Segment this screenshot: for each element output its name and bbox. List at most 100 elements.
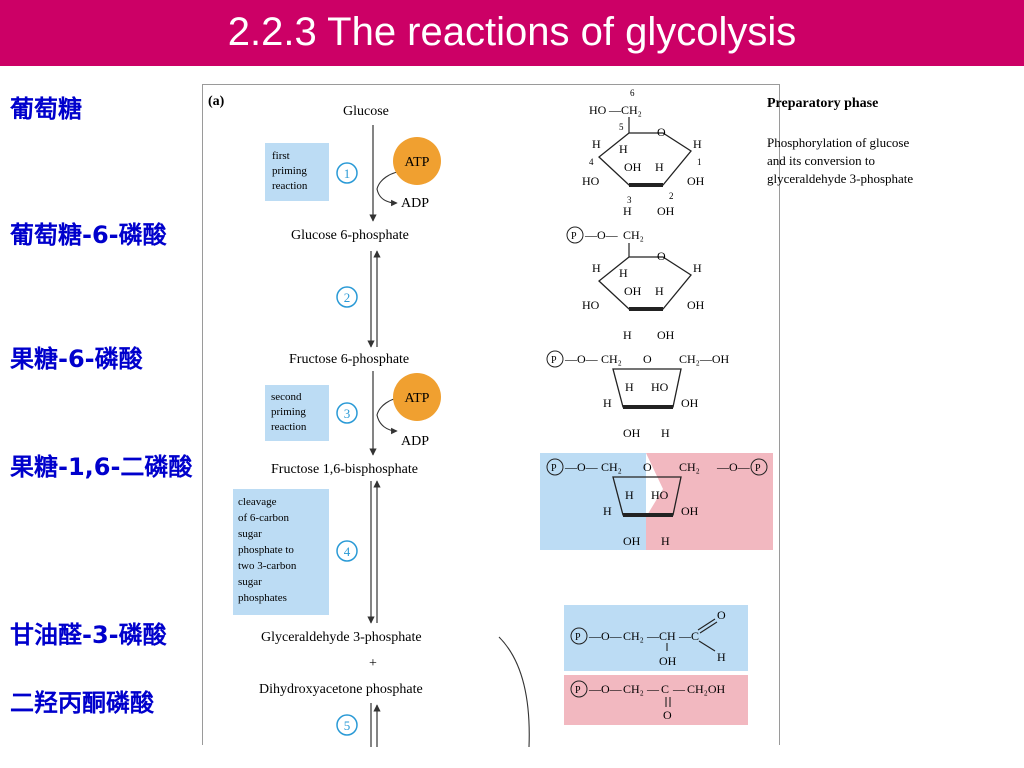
note-box-step4 (233, 489, 329, 615)
atp-label-1: ATP (405, 155, 430, 170)
label-dhap-cn: 二羟丙酮磷酸 (10, 689, 154, 717)
note-step4-line7: phosphates (238, 592, 287, 604)
atom-h-c1-top: H (693, 137, 702, 151)
compound-dhap: Dihydroxyacetone phosphate (259, 682, 423, 697)
ring-oxygen-2: O (657, 249, 666, 263)
note-step4-line5: two 3-carbon (238, 560, 297, 572)
compound-f6p: Fructose 6-phosphate (289, 352, 409, 367)
step-5-number: 5 (344, 718, 351, 733)
ring-number-5: 5 (619, 122, 624, 132)
note-step3-line1: second (271, 391, 302, 403)
atom-ho-f16bp: HO (651, 488, 669, 502)
phase-desc-1: Phosphorylation of glucose (767, 135, 909, 150)
label-f6p-cn: 果糖-6-磷酸 (10, 345, 143, 373)
structure-g3p: P —O— CH₂ — CH — C O H OH (564, 605, 748, 671)
title-bar: 2.2.3 The reactions of glycolysis (0, 0, 1024, 66)
phase-title: Preparatory phase (767, 96, 878, 111)
atom-ch2-f16bp-1: CH₂ (601, 460, 622, 474)
ring-oxygen-4: O (643, 460, 652, 474)
atom-dash-dhap-2: — (672, 682, 686, 696)
phosphate-p-g6p: P (571, 231, 577, 242)
phase-desc-2: and its conversion to (767, 153, 875, 168)
note-step3-line3: reaction (271, 421, 307, 433)
plus-sign: + (369, 656, 377, 671)
ring-number-2: 2 (669, 191, 674, 201)
step-1-number: 1 (344, 166, 351, 181)
atom-ho-g6p: HO (582, 298, 600, 312)
atom-h-g6p-5: H (623, 328, 632, 342)
note-step3-line2: priming (271, 406, 306, 418)
ring-oxygen-1: O (657, 125, 666, 139)
atp-circle-2 (393, 373, 441, 421)
atom-ch-g3p: CH (659, 629, 676, 643)
note-step1-line2: priming (272, 165, 307, 177)
adp-label-2: ADP (401, 434, 429, 449)
compound-g6p: Glucose 6-phosphate (291, 228, 409, 243)
atom-h-g6p-2: H (619, 266, 628, 280)
step-2-circle (336, 286, 358, 308)
note-step4-line2: of 6-carbon (238, 512, 290, 524)
atom-oxygen-link-g3p: —O— (588, 629, 623, 643)
compound-glucose: Glucose (343, 104, 389, 119)
label-g3p-cn: 甘油醛-3-磷酸 (10, 621, 167, 649)
atom-ho-c6: HO (589, 103, 607, 117)
atom-h-f16bp-2: H (625, 488, 634, 502)
note-step4-line6: sugar (238, 576, 262, 588)
atom-h-c5: H (619, 142, 628, 156)
note-step4-line3: sugar (238, 528, 262, 540)
atom-oh-c2: OH (657, 204, 675, 218)
atom-c-g3p: C (691, 629, 699, 643)
atom-h-g6p-3: H (693, 261, 702, 275)
atom-h-f6p-2: H (625, 380, 634, 394)
step-3-circle (336, 402, 358, 424)
atom-o-dhap: O (663, 708, 672, 722)
atom-h-c2: H (655, 160, 664, 174)
ring-number-3: 3 (627, 195, 632, 205)
label-g6p-cn: 葡萄糖-6-磷酸 (10, 221, 167, 249)
atom-h-f16bp-3: H (661, 534, 670, 548)
atom-oh-f6p-1: OH (681, 396, 699, 410)
glycolysis-figure-panel: (a) Preparatory phase Phosphorylation of… (202, 84, 913, 748)
structure-glucose: 6 HO — CH₂ 5 O H H H 4 1 OH H HO OH 3 2 … (582, 88, 705, 218)
phosphate-p-g3p: P (575, 632, 581, 643)
atom-h-g3p: H (717, 650, 726, 664)
ring-number-4: 4 (589, 157, 594, 167)
phosphate-p-dhap: P (575, 685, 581, 696)
atom-dash-c6: — (608, 103, 622, 117)
label-glucose-cn: 葡萄糖 (10, 95, 82, 123)
structure-dhap: P —O— CH₂ — C — CH₂OH O (564, 675, 748, 725)
structure-f6p: P —O— CH₂ O CH₂—OH H H HO OH OH H (546, 350, 730, 440)
atom-ch2oh-dhap: CH₂OH (687, 682, 726, 696)
atom-oxygen-link-f6p: —O— (564, 352, 599, 366)
slide-title: 2.2.3 The reactions of glycolysis (227, 10, 797, 54)
panel-label: (a) (208, 94, 225, 109)
atom-ch2-g3p: CH₂ (623, 629, 644, 643)
atom-c-dhap: C (661, 682, 669, 696)
label-f16bp-cn: 果糖-1,6-二磷酸 (10, 453, 193, 481)
adp-label-1: ADP (401, 196, 429, 211)
atom-oh-f6p-2: OH (623, 426, 641, 440)
atom-ho-f6p: HO (651, 380, 669, 394)
atom-ho-c4: HO (582, 174, 600, 188)
note-step4-line1: cleavage (238, 496, 277, 508)
ring-oxygen-3: O (643, 352, 652, 366)
atom-oxygen-link-f16bp-2: —O— (716, 460, 751, 474)
arrow-atp-adp-1 (376, 170, 408, 207)
note-box-step1 (265, 143, 329, 201)
step-3-number: 3 (344, 406, 351, 421)
atom-dash-g3p-1: — (646, 629, 660, 643)
atom-ch2-g6p: CH₂ (623, 228, 644, 242)
atom-ch2-c6: CH₂ (621, 103, 642, 117)
atom-h-g6p-4: H (655, 284, 664, 298)
atom-h-g6p-1: H (592, 261, 601, 275)
atom-ch2-f16bp-2: CH₂ (679, 460, 700, 474)
atp-circle-1 (393, 137, 441, 185)
atom-oh-g6p-1: OH (624, 284, 642, 298)
glycolysis-figure: (a) Preparatory phase Phosphorylation of… (208, 88, 913, 748)
atom-oh-g6p-2: OH (687, 298, 705, 312)
atom-oh-c1: OH (687, 174, 705, 188)
atom-oh-g6p-3: OH (657, 328, 675, 342)
note-step4-line4: phosphate to (238, 544, 294, 556)
atom-ch2oh-f6p: CH₂—OH (679, 352, 730, 366)
ring-number-1: 1 (697, 157, 702, 167)
